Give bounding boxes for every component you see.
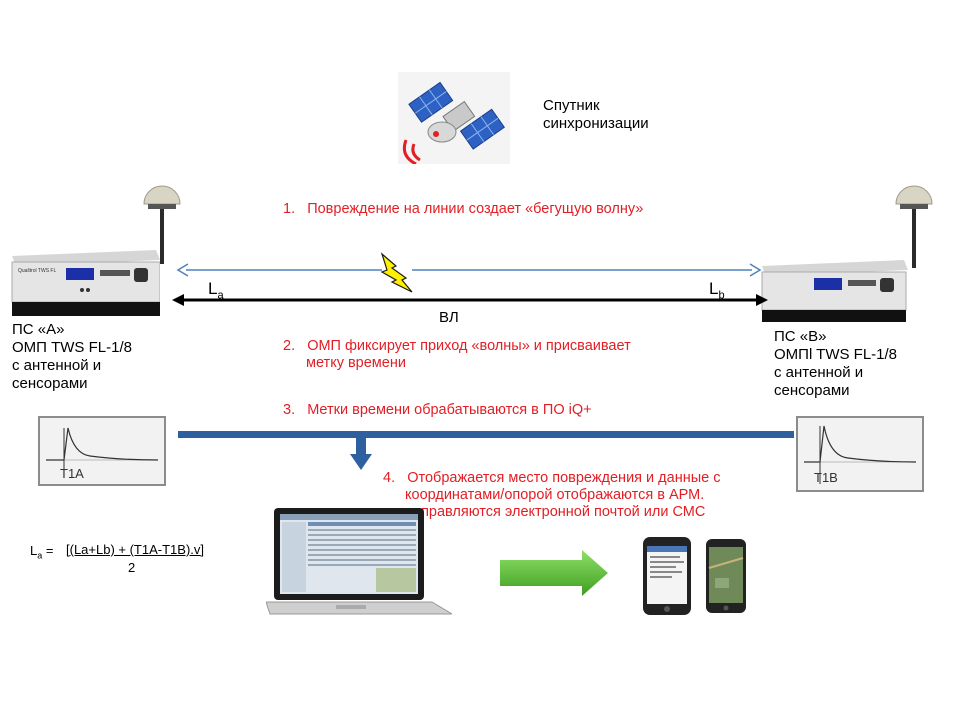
waveform-b-label: T1B [814,470,838,485]
send-arrow [500,550,610,596]
waveform-b: T1B [796,416,924,492]
step-4-num: 4. [383,470,396,486]
formula: La = [30,543,53,561]
waveform-a-label: T1A [60,466,84,481]
formula-numerator: [(La+Lb) + (T1A-T1B).v] [66,542,204,557]
step-1-text: Повреждение на линии создает «бегущую во… [307,201,644,217]
station-b-line4: сенсорами [774,382,850,399]
la-letter: L [208,279,218,298]
step-4-line2: координатами/опорой отображаются в АРМ. [405,487,705,503]
station-a-label: ПС «А» ОМП TWS FL-1/8 с антенной и сенсо… [12,321,132,393]
formula-eq: = [42,543,54,558]
lb-label: Lb [709,280,725,304]
antenna-b-icon [892,178,936,268]
station-a-line3: с антенной и [12,357,102,374]
step-1-num: 1. [283,201,296,217]
step-2-num: 2. [283,338,296,354]
laptop-icon [265,506,454,616]
step-3-text: Метки времени обрабатываются в ПО iQ+ [307,402,592,418]
device-a-icon: Qualitrol TWS FL [8,250,161,318]
step-4-line1: Отображается место повреждения и данные … [407,470,721,486]
step-4-line3: направляются электронной почтой или СМС [405,504,706,520]
step-3: 3. Метки времени обрабатываются в ПО iQ+ [283,402,592,419]
svg-text:Qualitrol TWS FL: Qualitrol TWS FL [18,268,56,274]
fault-lightning-icon [378,252,414,294]
formula-lhs: L [30,543,38,558]
station-a-line1: ПС «А» [12,321,65,338]
satellite-icon [398,72,510,166]
step-2-line1: ОМП фиксирует приход «волны» и присваива… [307,338,631,354]
la-sub: a [217,289,224,302]
phone-2-icon [705,538,747,614]
station-b-line2: ОМПl TWS FL-1/8 [774,346,898,363]
antenna-a-icon [140,178,184,264]
station-a-line2: ОМП TWS FL-1/8 [12,339,132,356]
station-a-line4: сенсорами [12,375,88,392]
power-line [172,292,768,308]
step-2: 2. ОМП фиксирует приход «волны» и присва… [283,338,631,372]
step-2-line2: метку времени [306,355,406,371]
station-b-line3: с антенной и [774,364,864,381]
station-b-label: ПС «В» ОМПl TWS FL-1/8 с антенной и сенс… [774,328,897,400]
la-label: La [208,280,224,304]
satellite-label-line2: синхронизации [543,115,649,132]
formula-lhs-sub: a [37,550,43,561]
formula-denominator: 2 [128,560,136,575]
step-3-num: 3. [283,402,296,418]
waveform-a: T1A [38,416,166,486]
device-b-icon [758,260,908,324]
satellite-label-line1: Спутник [543,97,600,114]
satellite-label: Спутник синхронизации [543,97,649,133]
lb-letter: L [709,279,719,298]
station-b-line1: ПС «В» [774,328,827,345]
phone-1-icon [642,536,692,616]
step-4: 4. Отображается место повреждения и данн… [383,470,720,521]
distance-arrow [176,260,762,280]
line-label: ВЛ [439,309,459,326]
lb-sub: b [718,289,725,302]
step-1: 1. Повреждение на линии создает «бегущую… [283,201,643,218]
data-flow-arrow [178,428,794,472]
